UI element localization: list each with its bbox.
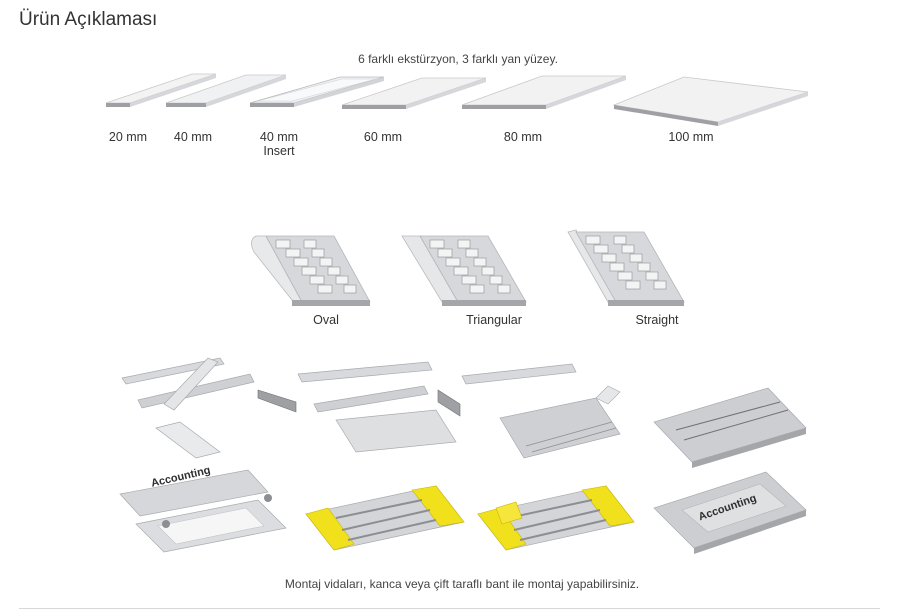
profiles-caption: 6 farklı ekstürzyon, 3 farklı yan yüzey. <box>358 52 558 66</box>
profile-label-100mm: 100 mm <box>668 130 714 144</box>
profile-figure-20mm <box>104 70 220 114</box>
page-title: Ürün Açıklaması <box>19 9 158 30</box>
assembly-step-6 <box>304 472 466 554</box>
assembly-step-8 <box>652 468 808 554</box>
assembly-step-1 <box>120 352 297 459</box>
profile-sublabel-insert: Insert <box>263 144 295 158</box>
assembly-step-2 <box>296 360 462 456</box>
side-label-straight: Straight <box>635 313 679 327</box>
profile-figure-60mm <box>340 72 490 116</box>
profile-figure-100mm <box>612 70 810 126</box>
side-label-oval: Oval <box>313 313 339 327</box>
side-figure-oval <box>246 222 376 308</box>
profile-label-40mm-insert: 40 mm <box>259 130 299 144</box>
profile-label-40mm: 40 mm <box>173 130 213 144</box>
profile-figure-40mm <box>164 70 292 114</box>
assembly-step-3 <box>460 362 624 460</box>
side-figure-straight <box>564 222 690 308</box>
assembly-caption: Montaj vidaları, kanca veya çift taraflı… <box>284 577 640 591</box>
assembly-step-5 <box>118 464 290 556</box>
profile-figure-40mm-insert <box>248 72 388 116</box>
side-figure-triangular <box>398 222 532 308</box>
bottom-divider <box>19 608 880 609</box>
profile-figure-80mm <box>460 70 630 116</box>
side-label-triangular: Triangular <box>466 313 522 327</box>
assembly-step-4 <box>652 386 808 468</box>
profile-label-20mm: 20 mm <box>108 130 148 144</box>
profile-label-60mm: 60 mm <box>363 130 403 144</box>
assembly-step-7 <box>476 472 636 554</box>
profile-label-80mm: 80 mm <box>503 130 543 144</box>
